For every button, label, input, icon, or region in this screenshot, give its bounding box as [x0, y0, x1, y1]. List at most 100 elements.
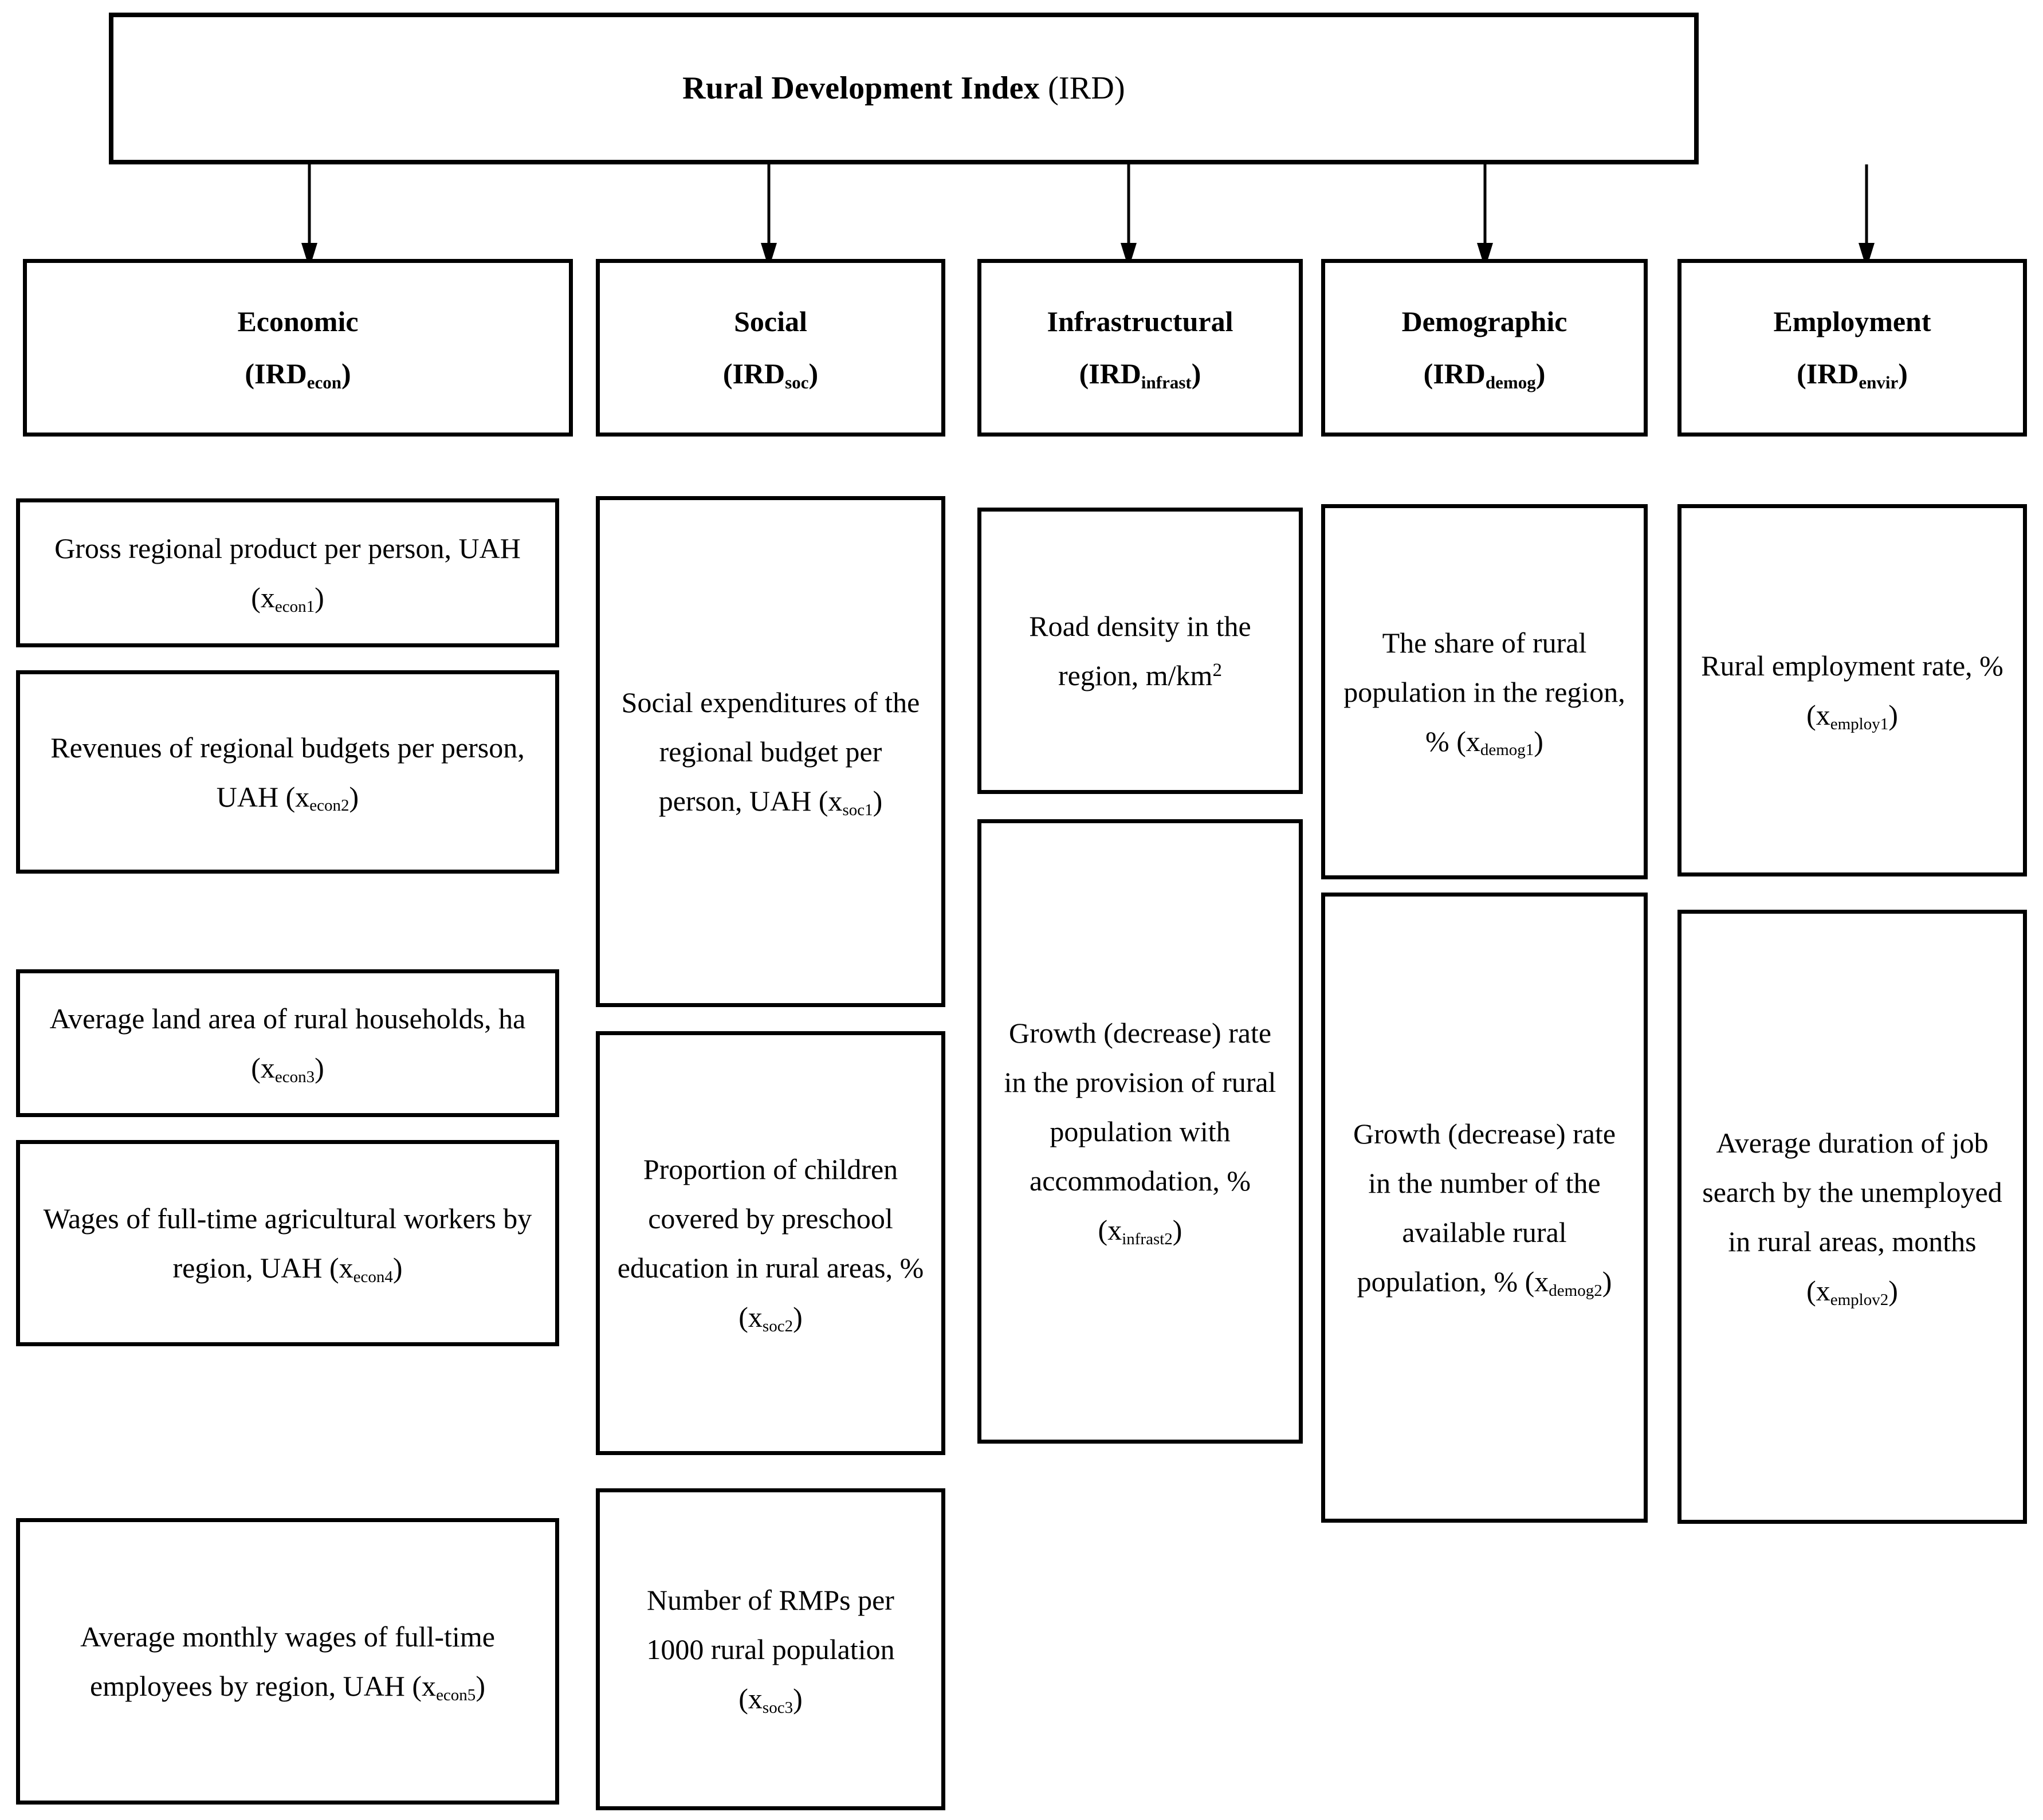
indicator-text-econ3: Average land area of rural households, h… — [20, 994, 555, 1092]
indicator-label: The share of rural population in the reg… — [1343, 626, 1625, 757]
category-box-employment: Employment (IRDenvir) — [1677, 259, 2027, 437]
code-prefix: (IRD — [1423, 357, 1486, 390]
indicator-box-soc3: Number of RMPs per 1000 rural population… — [596, 1488, 945, 1810]
indicator-text-econ4: Wages of full-time agricultural workers … — [20, 1194, 555, 1292]
indicator-subscript: infrast2 — [1122, 1229, 1173, 1248]
indicator-subscript: econ5 — [436, 1685, 476, 1704]
category-code-economic: (IRDecon) — [245, 357, 351, 392]
indicator-text-econ5: Average monthly wages of full-time emplo… — [20, 1612, 555, 1711]
code-subscript: infrast — [1141, 372, 1192, 392]
code-suffix: ) — [1191, 357, 1201, 390]
category-box-social: Social (IRDsoc) — [596, 259, 945, 437]
indicator-label: Number of RMPs per 1000 rural population… — [646, 1584, 895, 1715]
indicator-tail: ) — [793, 1301, 803, 1333]
category-box-economic: Economic (IRDecon) — [23, 259, 573, 437]
indicator-box-econ4: Wages of full-time agricultural workers … — [16, 1140, 559, 1346]
indicator-label: Social expenditures of the regional budg… — [621, 686, 920, 817]
arrow-to-employment — [1855, 164, 1878, 269]
indicator-label: Average monthly wages of full-time emplo… — [80, 1621, 495, 1702]
indicator-tail: ) — [349, 780, 359, 813]
indicator-tail: ) — [476, 1670, 485, 1702]
indicator-text-econ2: Revenues of regional budgets per person,… — [20, 723, 555, 821]
indicator-subscript: demog1 — [1480, 741, 1534, 760]
indicator-box-employ2: Average duration of job search by the un… — [1677, 910, 2027, 1524]
category-label-economic: Economic — [237, 305, 359, 337]
indicator-box-econ1: Gross regional product per person, UAH (… — [16, 498, 559, 647]
code-prefix: (IRD — [245, 357, 307, 390]
indicator-tail: ) — [392, 1252, 403, 1284]
indicator-text-infrast1: Road density in the region, m/km2 — [981, 602, 1299, 700]
indicator-subscript: demog2 — [1549, 1281, 1602, 1300]
arrow-to-social — [757, 164, 780, 269]
indicator-text-econ1: Gross regional product per person, UAH (… — [20, 524, 555, 622]
code-prefix: (IRD — [722, 357, 785, 390]
code-subscript: econ — [307, 372, 341, 392]
arrow-to-economic — [298, 164, 321, 269]
indicator-box-infrast2: Growth (decrease) rate in the provision … — [977, 819, 1303, 1444]
indicator-text-employ2: Average duration of job search by the un… — [1681, 1118, 2023, 1315]
indicator-subscript: econ2 — [309, 796, 349, 815]
indicator-tail: ) — [1602, 1265, 1612, 1298]
indicator-tail: ) — [793, 1683, 803, 1715]
indicator-subscript: soc3 — [762, 1698, 793, 1717]
category-label-infrastructural: Infrastructural — [1047, 305, 1233, 337]
root-node-frame: Rural Development Index (IRD) — [109, 13, 1699, 164]
indicator-text-infrast2: Growth (decrease) rate in the provision … — [981, 1008, 1299, 1255]
code-subscript: demog — [1485, 372, 1536, 392]
indicator-text-soc1: Social expenditures of the regional budg… — [600, 678, 941, 826]
indicator-box-employ1: Rural employment rate, % (xemploy1) — [1677, 504, 2027, 876]
indicator-subscript: econ3 — [274, 1067, 315, 1086]
arrow-to-infrastructural — [1117, 164, 1140, 269]
root-title-paren: (IRD) — [1048, 70, 1125, 106]
indicator-label: Wages of full-time agricultural workers … — [43, 1202, 532, 1284]
indicator-label: Growth (decrease) rate in the provision … — [1004, 1017, 1276, 1246]
indicator-box-soc1: Social expenditures of the regional budg… — [596, 496, 945, 1007]
indicator-box-soc2: Proportion of children covered by presch… — [596, 1031, 945, 1455]
indicator-label: Road density in the region, m/km — [1029, 610, 1251, 691]
indicator-subscript: econ4 — [353, 1267, 393, 1286]
indicator-box-demog2: Growth (decrease) rate in the number of … — [1321, 893, 1648, 1523]
root-title-main: Rural Development Index — [682, 70, 1040, 106]
indicator-text-employ1: Rural employment rate, % (xemploy1) — [1681, 641, 2023, 740]
indicator-subscript: soc2 — [762, 1316, 793, 1335]
category-code-employment: (IRDenvir) — [1797, 357, 1908, 392]
indicator-tail: ) — [1534, 725, 1543, 757]
category-label-demographic: Demographic — [1401, 305, 1567, 337]
indicator-box-infrast1: Road density in the region, m/km2 — [977, 508, 1303, 794]
code-subscript: envir — [1859, 372, 1899, 392]
indicator-text-demog2: Growth (decrease) rate in the number of … — [1325, 1109, 1644, 1306]
category-label-employment: Employment — [1773, 305, 1931, 337]
indicator-text-soc2: Proportion of children covered by presch… — [600, 1145, 941, 1342]
indicator-tail: ) — [315, 1052, 324, 1084]
indicator-box-econ3: Average land area of rural households, h… — [16, 969, 559, 1117]
indicator-tail: ) — [1172, 1214, 1182, 1246]
indicator-box-econ2: Revenues of regional budgets per person,… — [16, 670, 559, 874]
indicator-superscript: 2 — [1212, 659, 1222, 681]
code-subscript: soc — [785, 372, 809, 392]
indicator-box-econ5: Average monthly wages of full-time emplo… — [16, 1518, 559, 1805]
category-code-social: (IRDsoc) — [722, 357, 819, 392]
indicator-label: Average land area of rural households, h… — [49, 1003, 526, 1084]
category-label-social: Social — [734, 305, 807, 337]
category-code-infrastructural: (IRDinfrast) — [1079, 357, 1201, 392]
page-title: Rural Development Index (IRD) — [682, 69, 1125, 108]
code-suffix: ) — [1898, 357, 1908, 390]
code-prefix: (IRD — [1079, 357, 1141, 390]
category-box-demographic: Demographic (IRDdemog) — [1321, 259, 1648, 437]
category-box-infrastructural: Infrastructural (IRDinfrast) — [977, 259, 1303, 437]
indicator-label: Proportion of children covered by presch… — [617, 1153, 924, 1333]
indicator-tail: ) — [1888, 699, 1898, 731]
indicator-tail: ) — [1888, 1275, 1898, 1307]
indicator-tail: ) — [315, 581, 324, 614]
indicator-label: Rural employment rate, % (x — [1701, 650, 2003, 731]
code-suffix: ) — [341, 357, 351, 390]
indicator-subscript: soc1 — [842, 800, 873, 819]
arrow-to-demographic — [1474, 164, 1496, 269]
code-suffix: ) — [1535, 357, 1546, 390]
category-code-demographic: (IRDdemog) — [1423, 357, 1546, 392]
indicator-subscript: employ1 — [1830, 714, 1889, 733]
indicator-subscript: emplov2 — [1830, 1290, 1889, 1309]
indicator-label: Gross regional product per person, UAH (… — [54, 532, 521, 614]
code-suffix: ) — [808, 357, 819, 390]
